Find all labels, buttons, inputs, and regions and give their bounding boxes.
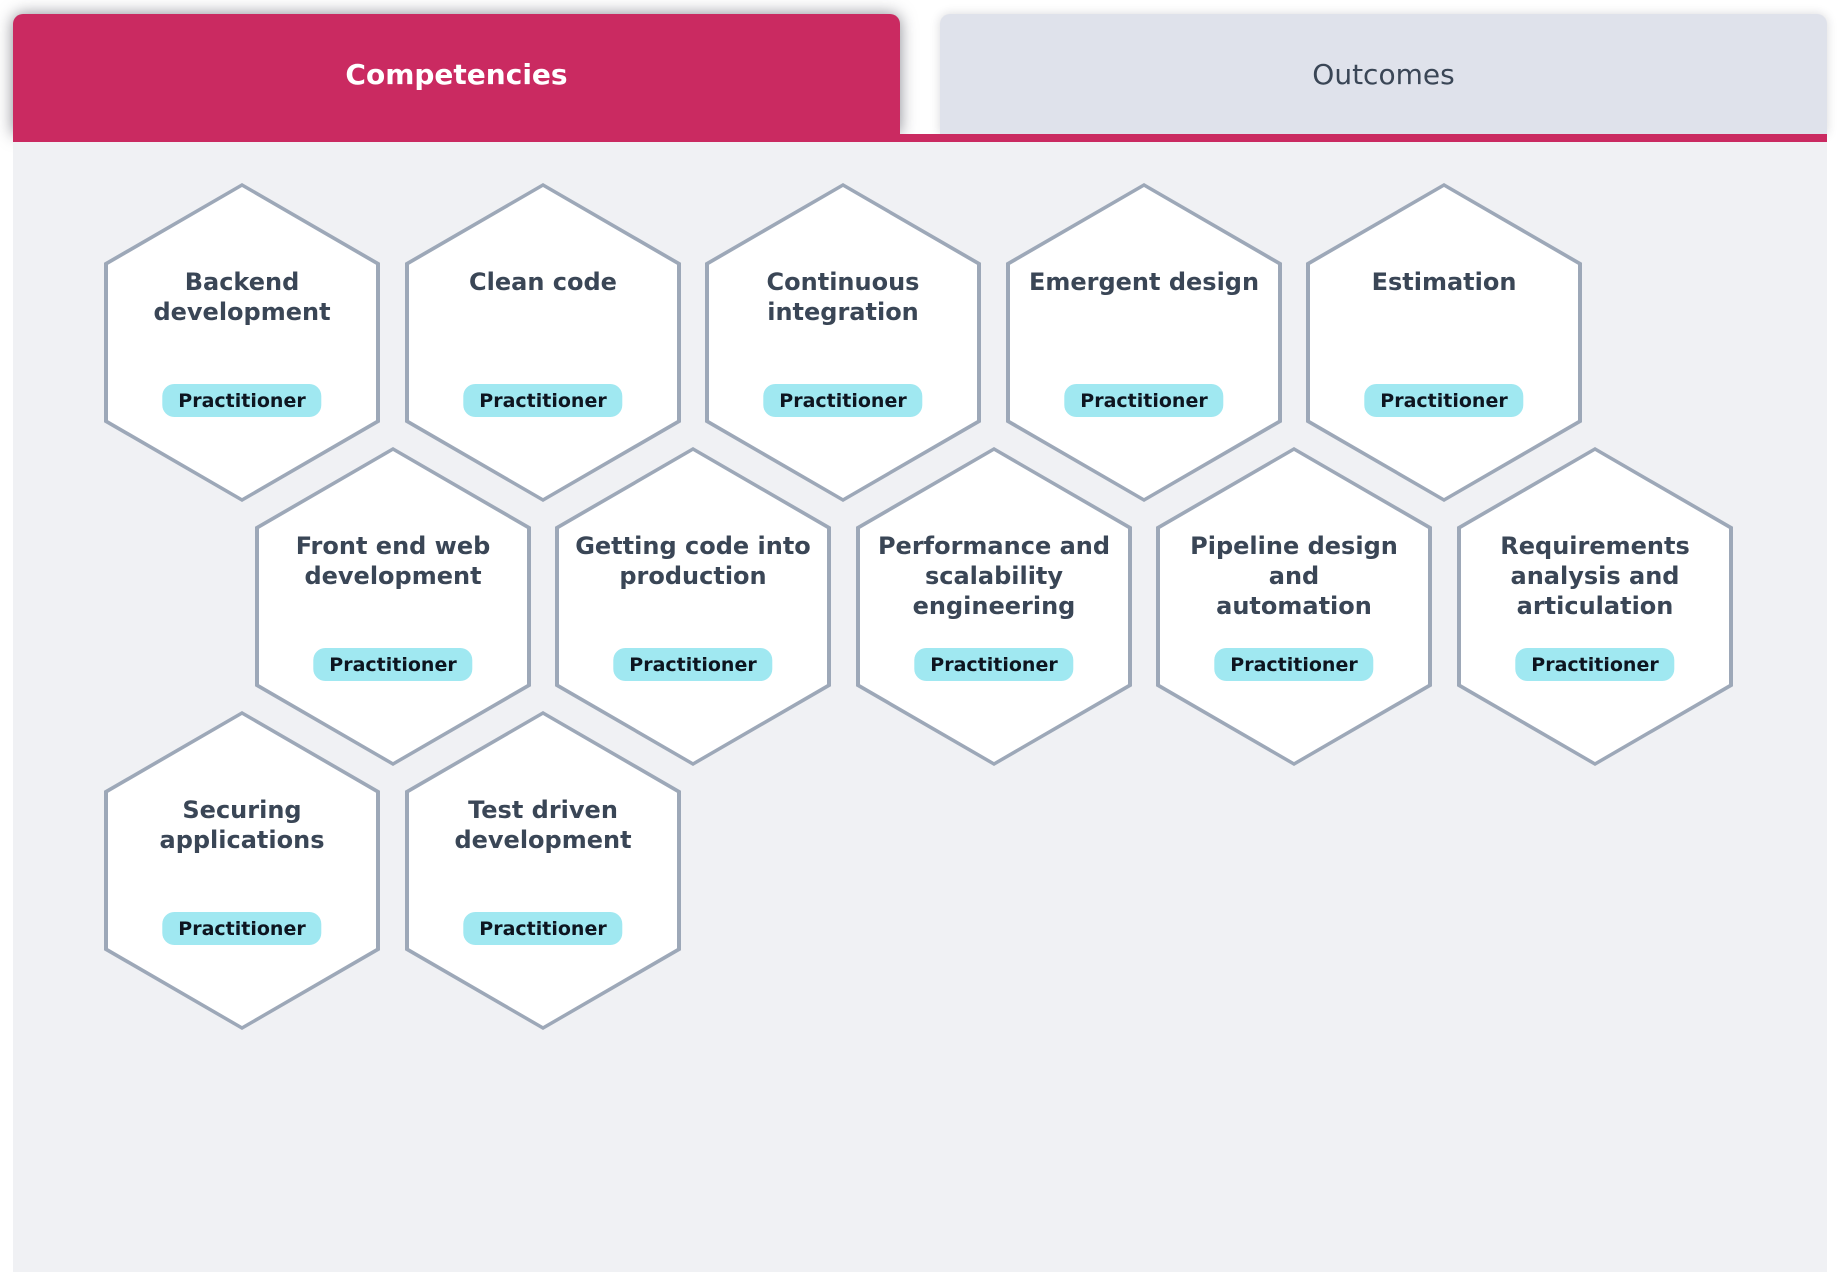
competency-hex-tile[interactable]: Backend development Practitioner (104, 183, 380, 502)
competency-title: Emergent design (1028, 268, 1260, 296)
level-badge: Practitioner (162, 384, 322, 417)
hex-tile-face: Test driven development Practitioner (409, 715, 677, 1026)
hex-tile-face: Requirements analysis and articulation P… (1461, 451, 1729, 762)
tab-competencies-label: Competencies (345, 57, 568, 91)
competency-title: Pipeline design and automation (1190, 532, 1398, 620)
competency-hex-tile[interactable]: Performance and scalability engineering … (856, 447, 1132, 766)
hex-tile-face: Emergent design Practitioner (1010, 187, 1278, 498)
hex-tile-face: Pipeline design and automation Practitio… (1160, 451, 1428, 762)
hex-tile-face: Securing applications Practitioner (108, 715, 376, 1026)
competencies-panel: Backend development Practitioner Clean c… (13, 142, 1827, 1272)
level-badge: Practitioner (1064, 384, 1224, 417)
hex-tile-face: Clean code Practitioner (409, 187, 677, 498)
tab-outcomes-label: Outcomes (1312, 57, 1455, 91)
tab-bar: Competencies Outcomes (13, 14, 1827, 134)
tab-outcomes[interactable]: Outcomes (940, 14, 1827, 134)
level-badge: Practitioner (463, 384, 623, 417)
level-badge: Practitioner (613, 648, 773, 681)
competency-title: Backend development (153, 268, 331, 326)
level-badge: Practitioner (763, 384, 923, 417)
competency-hex-tile[interactable]: Securing applications Practitioner (104, 711, 380, 1030)
competency-hex-tile[interactable]: Front end web development Practitioner (255, 447, 531, 766)
competency-title: Clean code (469, 268, 617, 296)
hex-tile-face: Getting code into production Practitione… (559, 451, 827, 762)
hex-tile-face: Backend development Practitioner (108, 187, 376, 498)
hex-tile-face: Performance and scalability engineering … (860, 451, 1128, 762)
level-badge: Practitioner (1364, 384, 1524, 417)
level-badge: Practitioner (1515, 648, 1675, 681)
competency-title: Test driven development (454, 796, 632, 854)
active-tab-accent-bar (13, 134, 1827, 142)
competency-title: Securing applications (159, 796, 325, 854)
competency-framework-app: Competencies Outcomes Backend developmen… (13, 14, 1827, 1272)
competency-hex-tile[interactable]: Requirements analysis and articulation P… (1457, 447, 1733, 766)
competency-title: Requirements analysis and articulation (1500, 532, 1690, 620)
level-badge: Practitioner (313, 648, 473, 681)
competency-hex-tile[interactable]: Getting code into production Practitione… (555, 447, 831, 766)
competency-title: Estimation (1371, 268, 1517, 296)
hex-tile-face: Front end web development Practitioner (259, 451, 527, 762)
tab-competencies[interactable]: Competencies (13, 14, 900, 134)
competency-title: Getting code into production (575, 532, 811, 590)
competency-hex-tile[interactable]: Continuous integration Practitioner (705, 183, 981, 502)
competency-title: Continuous integration (766, 268, 920, 326)
competency-hex-tile[interactable]: Test driven development Practitioner (405, 711, 681, 1030)
competency-hex-tile[interactable]: Pipeline design and automation Practitio… (1156, 447, 1432, 766)
competency-hex-tile[interactable]: Estimation Practitioner (1306, 183, 1582, 502)
competency-hex-tile[interactable]: Clean code Practitioner (405, 183, 681, 502)
competency-title: Front end web development (295, 532, 491, 590)
level-badge: Practitioner (914, 648, 1074, 681)
level-badge: Practitioner (162, 912, 322, 945)
level-badge: Practitioner (463, 912, 623, 945)
hex-tile-face: Continuous integration Practitioner (709, 187, 977, 498)
level-badge: Practitioner (1214, 648, 1374, 681)
competency-hex-tile[interactable]: Emergent design Practitioner (1006, 183, 1282, 502)
competency-title: Performance and scalability engineering (877, 532, 1111, 620)
hex-tile-face: Estimation Practitioner (1310, 187, 1578, 498)
